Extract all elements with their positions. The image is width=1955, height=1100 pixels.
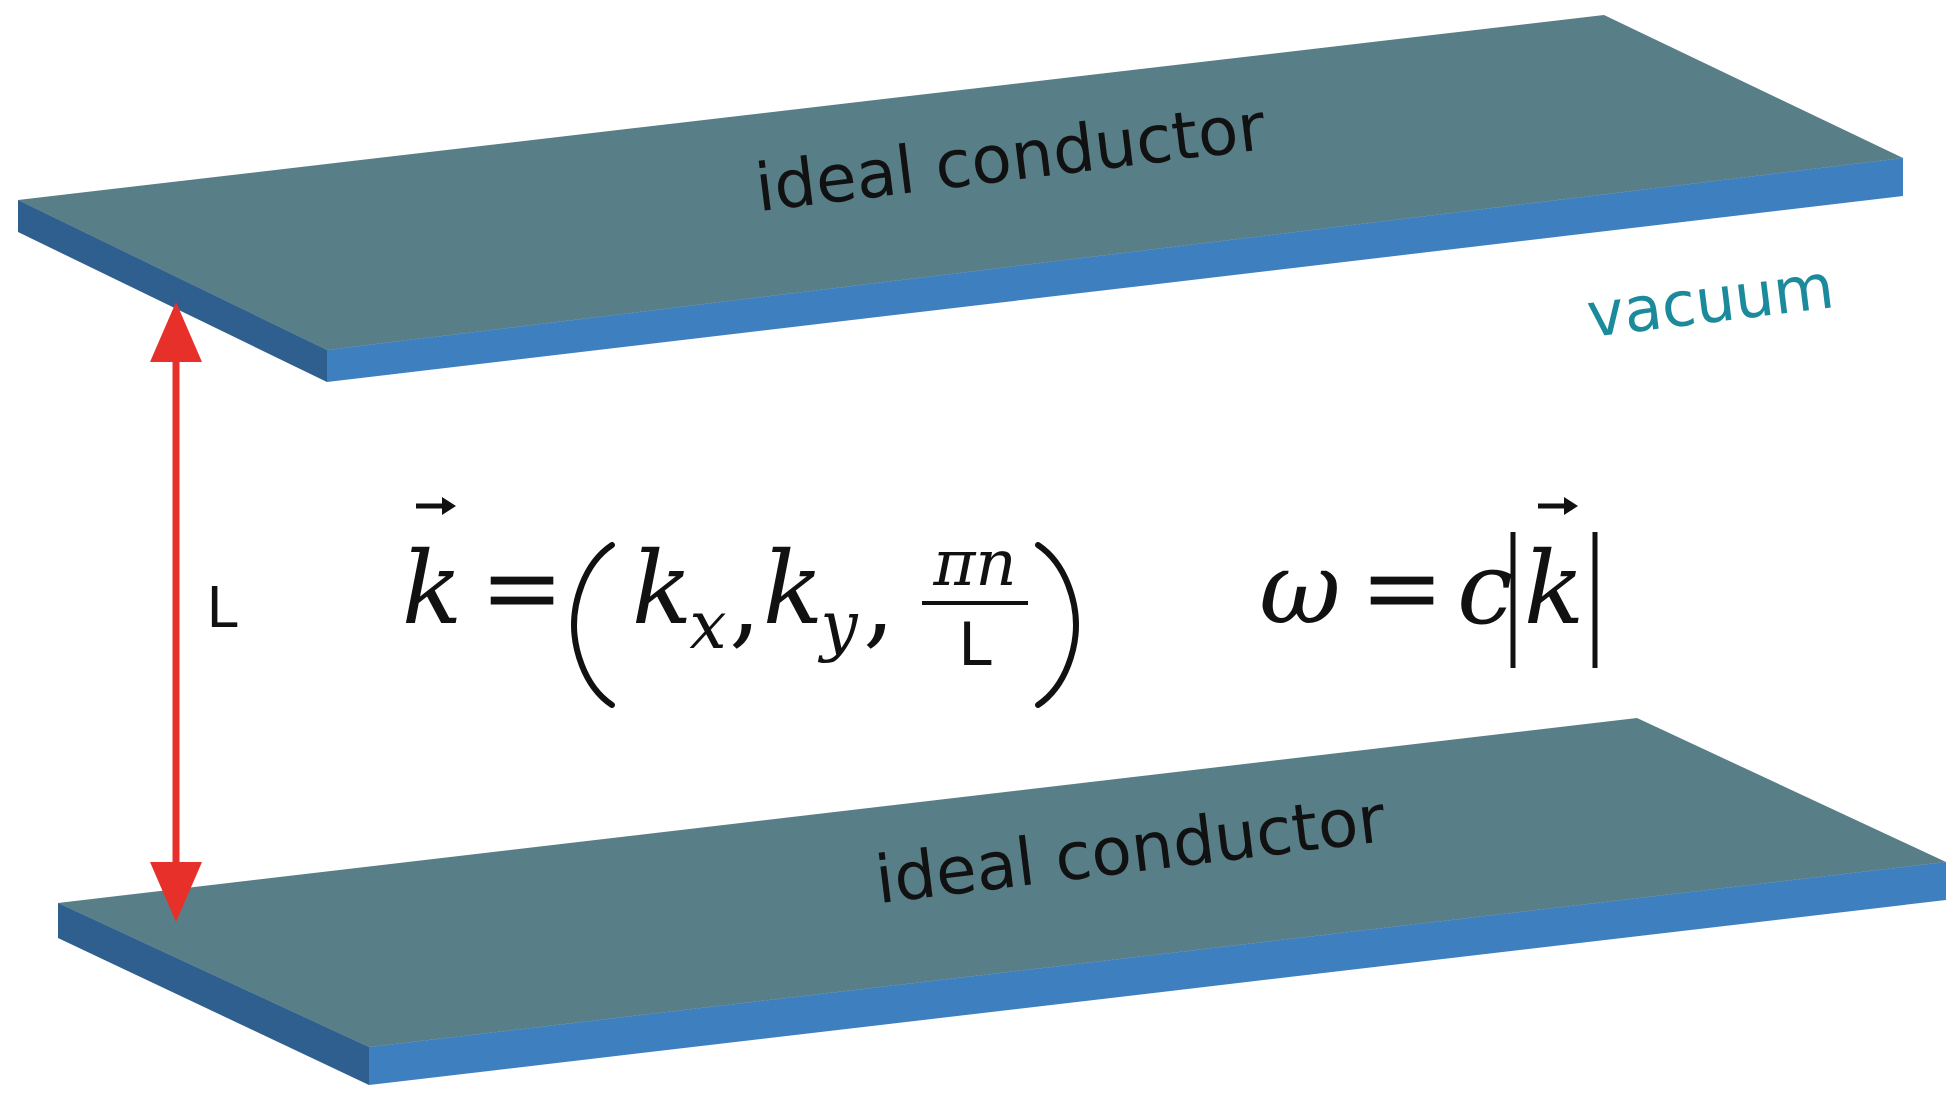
equals-sign-1: = [480, 529, 564, 646]
wavevector-equation: k = k x , k y , πn L [402, 497, 1080, 708]
ky-symbol: k [763, 530, 824, 647]
bottom-conductor-plate: ideal conductor [58, 718, 1946, 1085]
bottom-plate-side-edge [58, 903, 369, 1085]
top-plate-side-edge [18, 200, 327, 382]
ky-subscript: y [817, 587, 858, 664]
vacuum-label: vacuum [1583, 249, 1838, 352]
separation-arrow-head-top [150, 302, 202, 362]
k-vector-arrow-icon [416, 497, 456, 515]
omega-symbol: ω [1259, 530, 1341, 647]
left-parenthesis [570, 542, 615, 708]
top-plate-face [18, 15, 1903, 350]
bottom-plate-front-edge [369, 862, 1946, 1085]
fraction-denominator: L [958, 610, 992, 680]
comma-2: , [863, 542, 895, 659]
separation-arrow-head-bottom [150, 862, 202, 922]
k-vector-symbol: k [402, 530, 463, 647]
fraction-numerator: πn [932, 527, 1016, 601]
c-symbol: c [1457, 530, 1513, 647]
bottom-plate-face [58, 718, 1946, 1047]
top-conductor-plate: ideal conductor [18, 15, 1903, 382]
kx-subscript: x [689, 587, 726, 664]
comma-1: , [729, 542, 761, 659]
kx-symbol: k [632, 530, 693, 647]
equals-sign-2: = [1360, 529, 1444, 646]
separation-label: L [206, 576, 237, 641]
separation-arrow [150, 302, 202, 922]
right-parenthesis [1035, 542, 1080, 708]
top-plate-front-edge [327, 158, 1903, 382]
k-magnitude-arrow-icon [1538, 497, 1578, 515]
dispersion-equation: ω = c k [1259, 497, 1598, 668]
k-magnitude-symbol: k [1524, 530, 1585, 647]
